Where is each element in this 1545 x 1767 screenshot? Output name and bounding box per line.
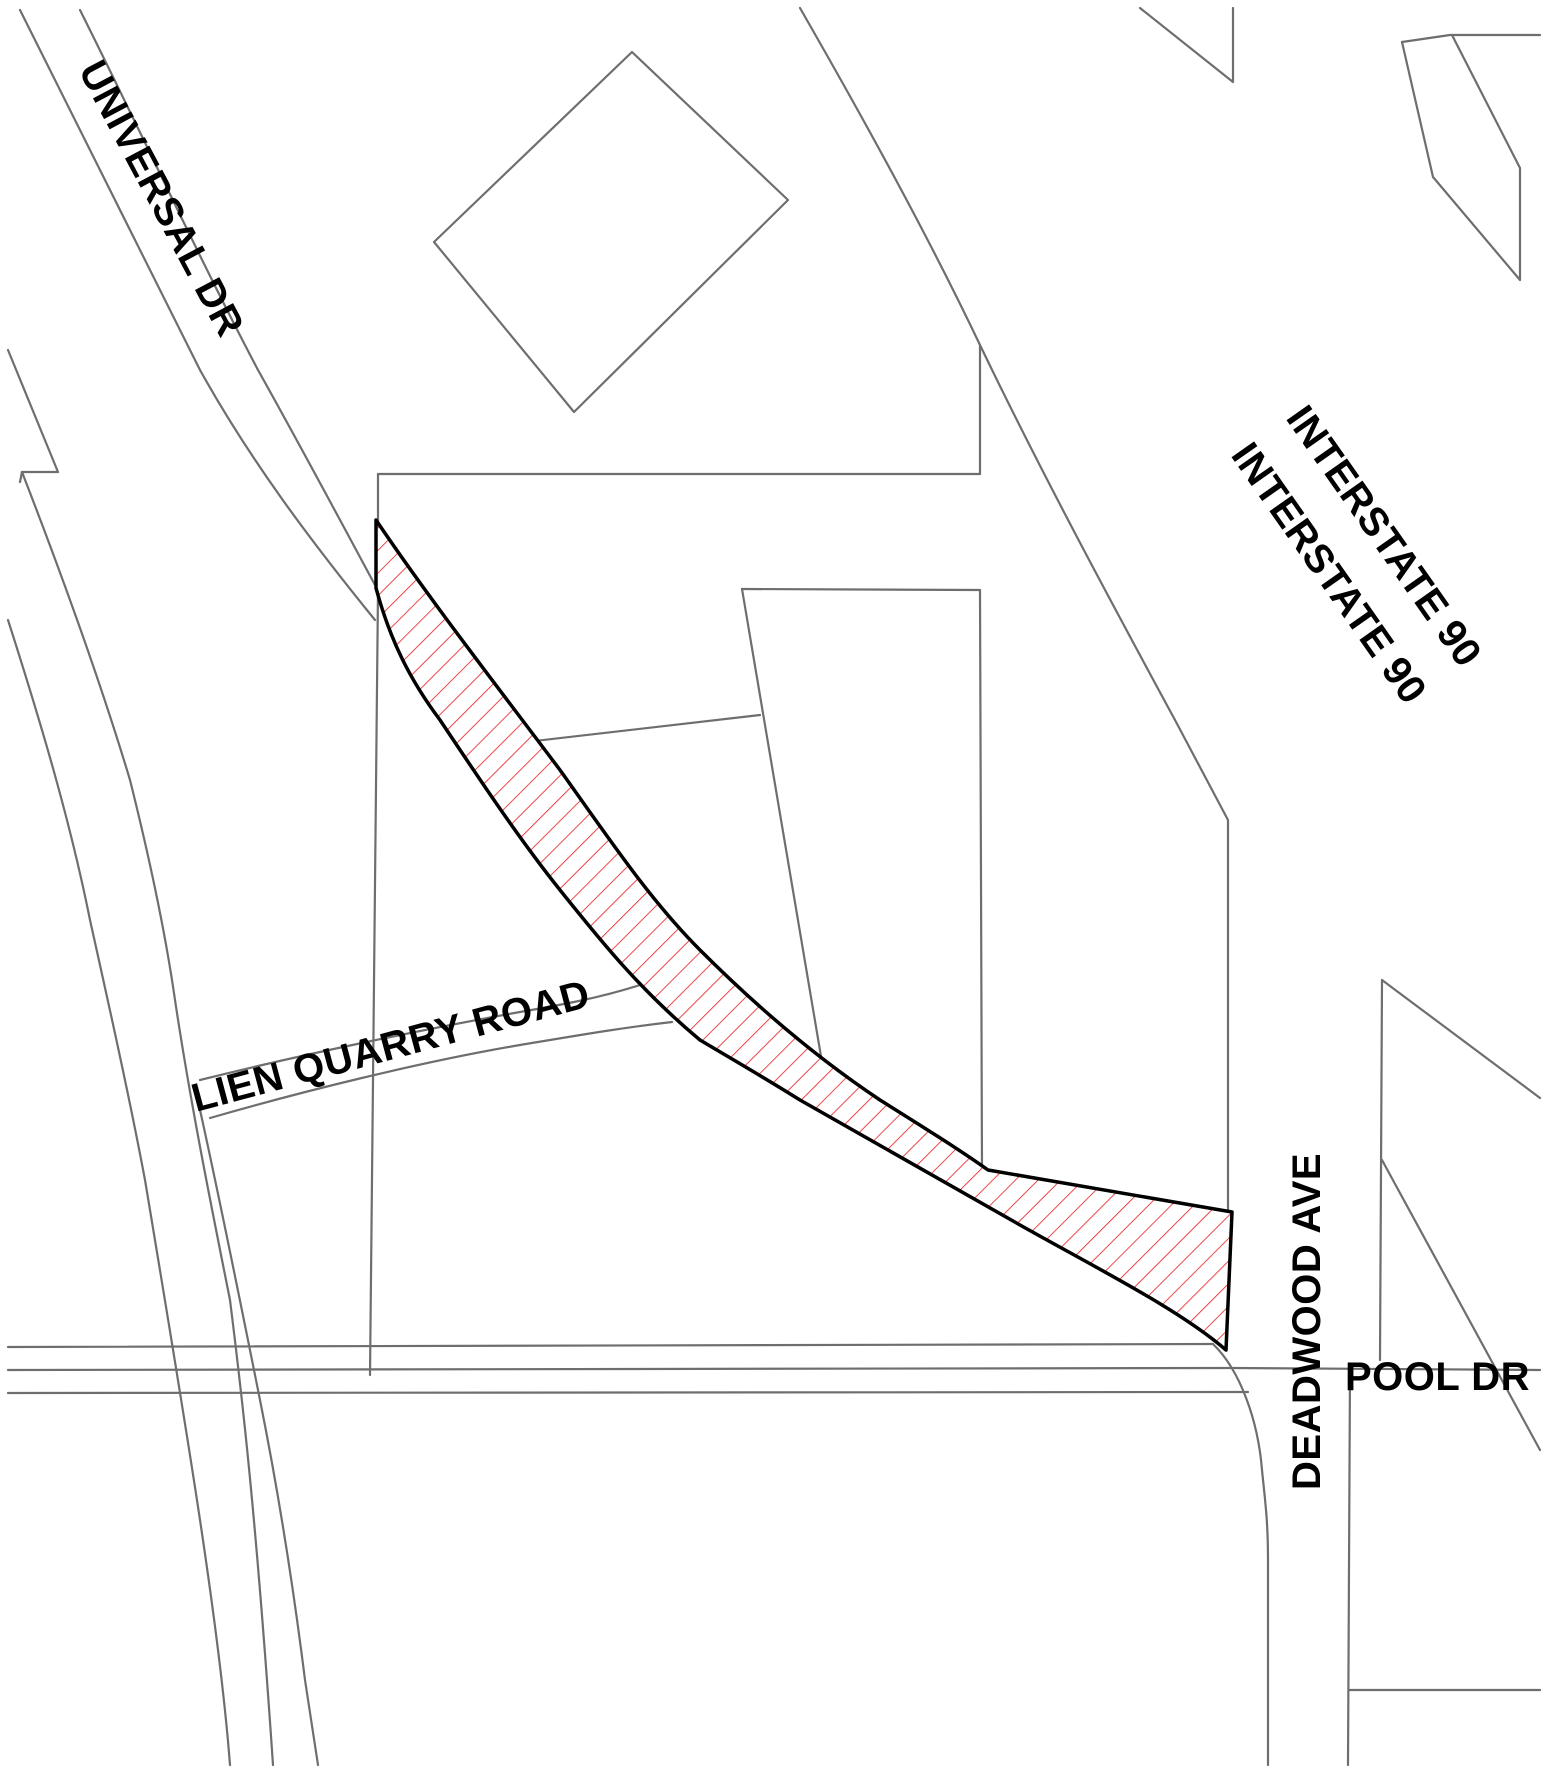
- west-road-edge-c: [198, 1108, 320, 1767]
- parcel-east-diagonal: [1380, 1158, 1542, 1452]
- universal-dr-west-edge: [18, 8, 377, 622]
- deadwood-ave-east-edge: [1346, 1368, 1352, 1767]
- pool-dr-north-edge: [6, 1342, 1215, 1349]
- deadwood-ave-west-edge: [1211, 1342, 1270, 1767]
- parcel-central-left-edge: [368, 472, 380, 1377]
- parcel-divider-line: [498, 713, 762, 747]
- label-universal-dr: UNIVERSAL DR: [70, 54, 252, 344]
- highlighted-right-of-way[interactable]: [374, 518, 1234, 1352]
- parcel-diamond: [432, 50, 790, 414]
- label-deadwood-ave: DEADWOOD AVE: [1285, 1153, 1329, 1490]
- label-pool-dr: POOL DR: [1345, 1355, 1530, 1399]
- parcel-inner-box: [740, 587, 984, 1174]
- universal-dr-east-edge: [78, 8, 377, 587]
- interstate-east-parcel: [1400, 33, 1542, 44]
- west-road-outer-edge: [6, 348, 60, 484]
- west-road-edge-b: [6, 618, 232, 1767]
- parcel-east-of-deadwood-edge: [1378, 978, 1384, 1362]
- interstate-90-west-edge: [798, 6, 1230, 1217]
- pool-dr-south-edge: [6, 1390, 1250, 1395]
- interstate-ramp-top: [1138, 6, 1235, 84]
- parcel-east-of-deadwood: [1380, 978, 1542, 1100]
- interstate-east-parcel-b: [1400, 33, 1522, 282]
- west-road-edge-a: [20, 470, 275, 1767]
- parcel-inner-diagonal: [740, 587, 827, 1082]
- lien-quarry-road-north-edge: [198, 983, 642, 1082]
- label-lien-quarry-road: LIEN QUARRY ROAD: [187, 972, 595, 1121]
- parcel-central-west-line: [376, 343, 982, 476]
- lien-quarry-road-south-edge: [208, 1020, 674, 1120]
